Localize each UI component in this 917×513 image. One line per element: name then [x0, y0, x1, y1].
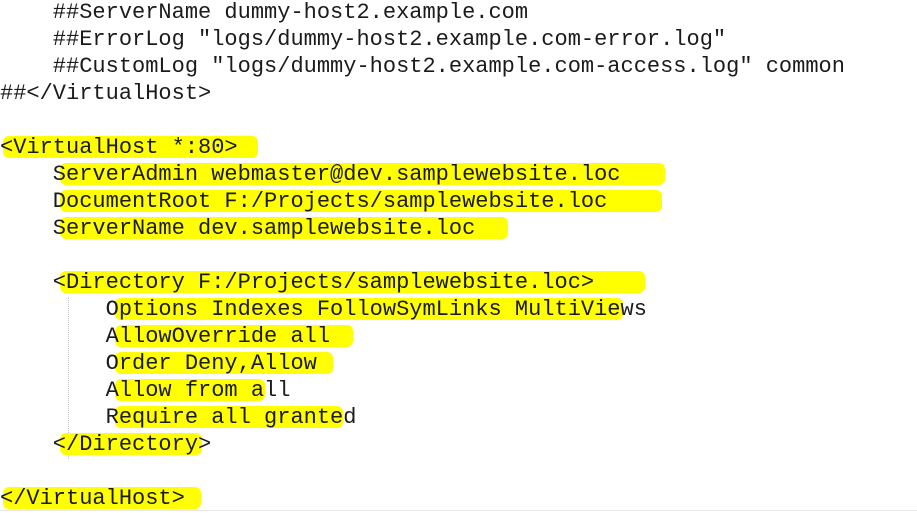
highlight-allow-from — [115, 379, 265, 401]
code-line-directory-open[interactable]: <Directory F:/Projects/samplewebsite.loc… — [0, 270, 595, 295]
highlight-order — [115, 352, 333, 374]
code-line-directory-close[interactable]: </Directory> — [0, 432, 212, 457]
highlight-require — [115, 406, 343, 428]
highlight-virtualhost-close — [3, 487, 201, 509]
code-line-order[interactable]: Order Deny,Allow — [0, 351, 317, 376]
highlight-options — [115, 298, 623, 320]
code-line-documentroot[interactable]: DocumentRoot F:/Projects/samplewebsite.l… — [0, 189, 608, 214]
code-line-errorlog-comment[interactable]: ##ErrorLog "logs/dummy-host2.example.com… — [0, 27, 727, 52]
code-line-servername-comment[interactable]: ##ServerName dummy-host2.example.com — [0, 0, 529, 25]
code-line-virtualhost-close-comment[interactable]: ##</VirtualHost> — [0, 81, 212, 106]
code-line-allowoverride[interactable]: AllowOverride all — [0, 324, 331, 349]
highlight-directory-close — [60, 433, 202, 455]
code-line-serveradmin[interactable]: ServerAdmin webmaster@dev.samplewebsite.… — [0, 162, 621, 187]
editor-bottom-border — [0, 510, 917, 511]
highlight-servername — [60, 217, 508, 239]
highlight-serveradmin — [60, 163, 665, 185]
highlight-documentroot — [60, 190, 662, 212]
code-line-customlog-comment[interactable]: ##CustomLog "logs/dummy-host2.example.co… — [0, 54, 845, 79]
code-line-virtualhost-open[interactable]: <VirtualHost *:80> — [0, 135, 238, 160]
code-line-require[interactable]: Require all granted — [0, 405, 357, 430]
highlight-allowoverride — [115, 325, 353, 347]
code-line-options[interactable]: Options Indexes FollowSymLinks MultiView… — [0, 297, 647, 322]
indent-guide — [68, 297, 69, 459]
highlight-virtualhost-open — [3, 136, 258, 158]
code-line-allow-from[interactable]: Allow from all — [0, 378, 291, 403]
highlight-directory-open — [60, 271, 645, 293]
code-line-servername[interactable]: ServerName dev.samplewebsite.loc — [0, 216, 476, 241]
code-line-virtualhost-close[interactable]: </VirtualHost> — [0, 486, 185, 511]
